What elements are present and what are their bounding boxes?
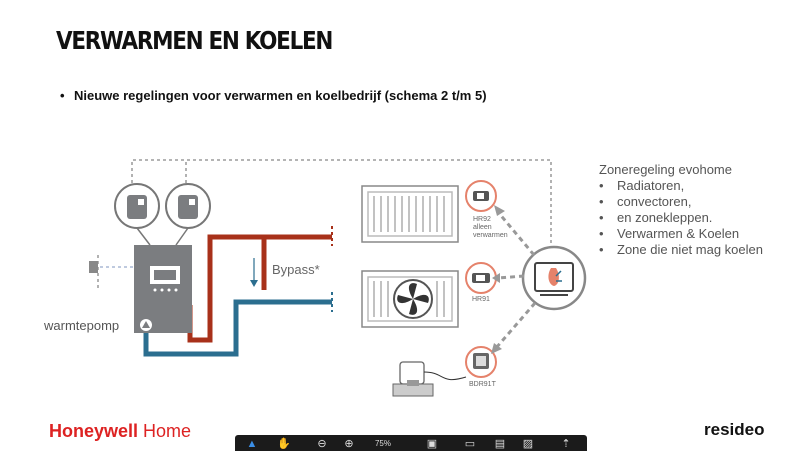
zone-item: • Verwarmen & Koelen	[599, 226, 763, 242]
hr92-note-2: verwarmen	[473, 232, 508, 239]
bypass-label: Bypass*	[272, 262, 320, 277]
heat-pump-label: warmtepomp	[44, 318, 120, 333]
slide-title: VERWARMEN EN KOELEN	[56, 26, 333, 55]
page-icon[interactable]: ▣	[426, 438, 438, 450]
zone-item-label: Verwarmen & Koelen	[617, 226, 740, 241]
thermostat-1	[114, 183, 160, 229]
bdr91t-device	[465, 346, 497, 378]
resideo-logo: resideo	[704, 420, 765, 439]
radiator-fins	[373, 196, 445, 232]
hand-icon[interactable]: ✋	[277, 438, 291, 450]
zone-heading: Zoneregeling evohome	[599, 162, 732, 177]
honeywell-brand: Honeywell	[49, 421, 139, 441]
zone-list: • Radiatoren, • convectoren, • en zoneklepp…	[599, 178, 763, 258]
zone-item-marker: •	[599, 194, 604, 209]
zone-panel: Zoneregeling evohome • Radiatoren, • conve…	[599, 162, 763, 258]
zone-item: • Radiatoren,	[599, 178, 763, 194]
zone-item: • en zonekleppen.	[599, 210, 763, 226]
viewer-toolbar: ▲ ✋ ⊖ ⊕ 75% ▣ ▭ ▤ ▨ ⇡	[235, 435, 587, 451]
share-icon[interactable]: ⇡	[561, 438, 571, 450]
honeywell-sub: Home	[143, 421, 192, 441]
heat-pump	[134, 245, 192, 333]
evohome-controller	[521, 245, 587, 311]
zone-item-marker: •	[599, 210, 604, 225]
zone-item-label: Radiatoren,	[617, 178, 685, 193]
bullet-marker: •	[60, 88, 65, 103]
save-icon[interactable]: ▤	[494, 438, 506, 450]
zone-item-label: Zone die niet mag koelen	[617, 242, 763, 257]
thermostat-2	[165, 183, 211, 229]
hr92-note-1: alleen	[473, 224, 492, 231]
zoom-out-icon[interactable]: ⊖	[317, 438, 327, 450]
bypass-arrow-head	[250, 280, 258, 287]
zone-item: • Zone die niet mag koelen	[599, 242, 763, 258]
zoom-in-icon[interactable]: ⊕	[344, 438, 354, 450]
slide-bullet: • Nieuwe regelingen voor verwarmen en koe…	[60, 88, 487, 103]
supply-pipe	[187, 234, 332, 343]
bullet-text: Nieuwe regelingen voor verwarmen en koel…	[74, 88, 487, 103]
bdr91t-label: BDR91T	[469, 381, 496, 388]
zoom-level[interactable]: 75%	[374, 439, 391, 448]
zone-item-marker: •	[599, 226, 604, 241]
zone-item-marker: •	[599, 178, 604, 193]
wireless-links	[494, 211, 537, 349]
outdoor-sensor	[89, 261, 98, 273]
radiator	[361, 185, 459, 243]
hr92-device	[465, 180, 497, 212]
pointer-icon[interactable]: ▲	[246, 438, 258, 450]
hr92-name: HR92	[473, 216, 491, 223]
zone-item-marker: •	[599, 242, 604, 257]
zone-item-label: en zonekleppen.	[617, 210, 713, 225]
honeywell-logo: Honeywell Home	[49, 421, 191, 442]
hr91-device	[465, 262, 497, 294]
zone-valve	[392, 361, 467, 397]
hr92-label: HR92 alleen verwarmen	[473, 216, 508, 240]
fit-icon[interactable]: ▭	[464, 438, 476, 450]
image-icon[interactable]: ▨	[522, 438, 534, 450]
hr91-label: HR91	[472, 296, 490, 303]
zone-item: • convectoren,	[599, 194, 763, 210]
zone-item-label: convectoren,	[617, 194, 692, 209]
control-wiring	[97, 159, 552, 288]
fan-icon	[393, 279, 433, 319]
return-pipe	[143, 299, 332, 357]
